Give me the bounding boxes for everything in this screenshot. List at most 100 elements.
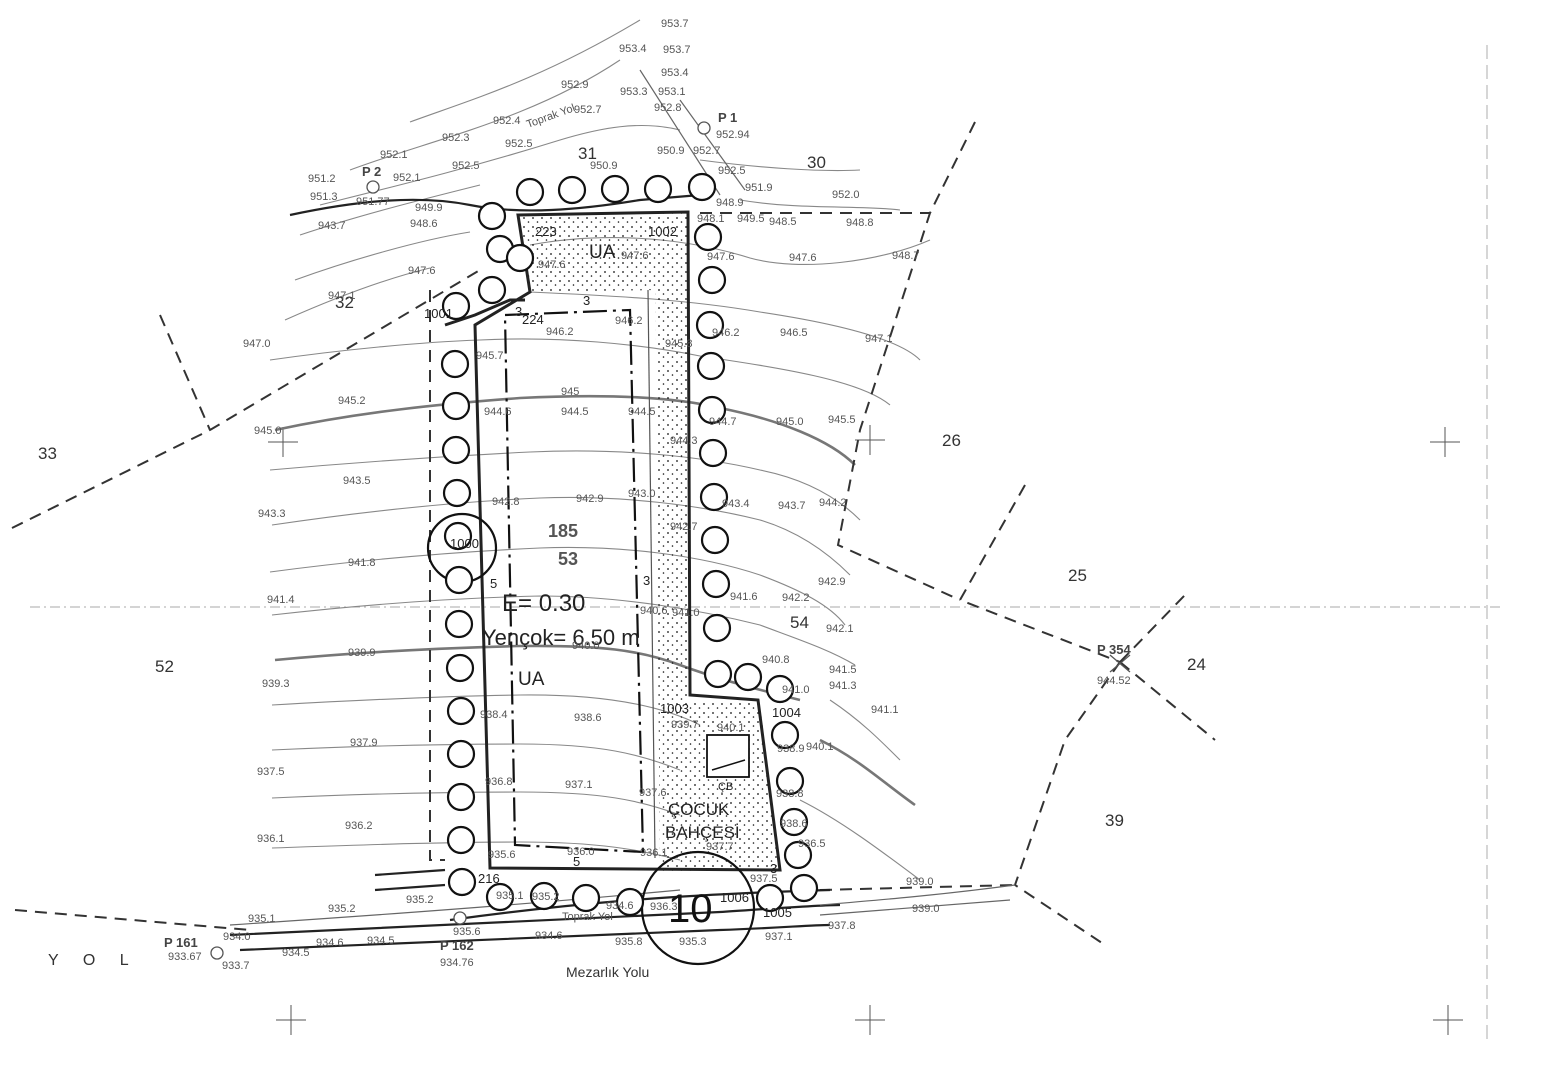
dimension-label: 3 bbox=[770, 861, 777, 876]
height-note: Yençok= 6.50 m bbox=[482, 625, 640, 650]
elevation-label: 935.1 bbox=[496, 890, 524, 902]
elevation-label: 936.2 bbox=[345, 820, 373, 832]
elevation-label: 944.7 bbox=[709, 416, 737, 428]
elevation-label: 940.8 bbox=[762, 654, 790, 666]
parcel-32: 32 bbox=[335, 293, 354, 312]
elevation-label: 953.1 bbox=[658, 86, 686, 98]
elevation-label: 945.0 bbox=[254, 425, 282, 437]
survey-point-p162-value: 934.76 bbox=[440, 957, 474, 969]
emsal-note: E= 0.30 bbox=[502, 590, 585, 617]
elevation-label: 935.2 bbox=[406, 894, 434, 906]
elevation-label: 943.0 bbox=[628, 488, 656, 500]
elevation-label: 943.4 bbox=[722, 498, 750, 510]
elevation-label: 952.5 bbox=[505, 138, 533, 150]
elevation-label: 942.2 bbox=[782, 592, 810, 604]
elevation-label: 942.7 bbox=[670, 521, 698, 533]
survey-point-p1-value: 952.94 bbox=[716, 129, 750, 141]
elevation-label: 936.3 bbox=[650, 901, 678, 913]
elevation-label: 952.5 bbox=[718, 165, 746, 177]
elevation-label: 948.5 bbox=[769, 216, 797, 228]
elevation-label: 938.6 bbox=[780, 818, 808, 830]
elevation-label: 948.6 bbox=[410, 218, 438, 230]
elevation-label: 948.8 bbox=[846, 217, 874, 229]
elevation-label: 937.8 bbox=[828, 920, 856, 932]
elevation-label: 939.0 bbox=[912, 903, 940, 915]
elevation-label: 934.5 bbox=[282, 947, 310, 959]
elevation-label: 953.7 bbox=[661, 18, 689, 30]
elevation-label: 951.2 bbox=[308, 173, 336, 185]
elevation-label: 952.3 bbox=[442, 132, 470, 144]
elevation-label: 946.2 bbox=[546, 326, 574, 338]
dimension-label: 3 bbox=[583, 293, 590, 308]
dimension-label: 5 bbox=[490, 576, 497, 591]
corner-number: 216 bbox=[478, 871, 500, 886]
elevation-label: 941.8 bbox=[348, 557, 376, 569]
elevation-label: 935.6 bbox=[453, 926, 481, 938]
elevation-label: 936.5 bbox=[798, 838, 826, 850]
dimension-label: 5 bbox=[573, 854, 580, 869]
elevation-label: 940.0 bbox=[572, 640, 600, 652]
elevation-label: 944.5 bbox=[628, 406, 656, 418]
elevation-label: 953.3 bbox=[620, 86, 648, 98]
main-road-label: Y O L bbox=[48, 952, 139, 969]
elevation-label: 940.1 bbox=[717, 722, 745, 734]
elevation-label: 937.9 bbox=[350, 737, 378, 749]
elevation-label: 949.5 bbox=[737, 213, 765, 225]
elevation-label: 935.8 bbox=[615, 936, 643, 948]
elevation-label: 945.5 bbox=[828, 414, 856, 426]
survey-point-p161-value: 933.67 bbox=[168, 951, 202, 963]
elevation-label: 937.1 bbox=[765, 931, 793, 943]
parcel-31: 31 bbox=[578, 144, 597, 163]
road-edges bbox=[229, 69, 1016, 952]
block-number: 185 bbox=[548, 521, 578, 541]
block-parcel: 53 bbox=[558, 549, 578, 569]
elevation-label: 944.6 bbox=[484, 406, 512, 418]
building-setback bbox=[503, 308, 645, 854]
parcel-33: 33 bbox=[38, 444, 57, 463]
elevation-label: 952.7 bbox=[693, 145, 721, 157]
corner-number: 1006 bbox=[720, 890, 749, 905]
elevation-labels: 953.7 953.4 953.7 953.4 952.9 953.3 953.… bbox=[222, 18, 940, 972]
elevation-label: 939.0 bbox=[906, 876, 934, 888]
elevation-label: 939.7 bbox=[671, 719, 699, 731]
survey-point-p354-value: 944.52 bbox=[1097, 675, 1131, 687]
elevation-label: 950.9 bbox=[590, 160, 618, 172]
elevation-label: 952.1 bbox=[380, 149, 408, 161]
elevation-label: 947.6 bbox=[789, 252, 817, 264]
elevation-label: 935.6 bbox=[488, 849, 516, 861]
corner-number: 1005 bbox=[763, 905, 792, 920]
elevation-label: 942.1 bbox=[826, 623, 854, 635]
elevation-label: 940.1 bbox=[806, 741, 834, 753]
kindergarten-label-2: BAHÇESİ bbox=[665, 823, 740, 842]
elevation-label: 945.0 bbox=[776, 416, 804, 428]
elevation-label: 952.8 bbox=[654, 102, 682, 114]
elevation-label: 944.3 bbox=[670, 435, 698, 447]
elevation-label: 946.5 bbox=[780, 327, 808, 339]
tree-row bbox=[440, 172, 819, 917]
elevation-label: 936.1 bbox=[257, 833, 285, 845]
survey-point-p162: P 162 bbox=[440, 938, 474, 953]
corner-number: 223 bbox=[535, 224, 557, 239]
parcel-25: 25 bbox=[1068, 566, 1087, 585]
elevation-label: 941.0 bbox=[672, 607, 700, 619]
elevation-label: 945.7 bbox=[476, 350, 504, 362]
elevation-label: 942.9 bbox=[576, 493, 604, 505]
survey-point-p2: P 2 bbox=[362, 164, 381, 179]
elevation-label: 934.6 bbox=[606, 900, 634, 912]
elevation-label: 938.8 bbox=[776, 788, 804, 800]
elevation-label: 937.7 bbox=[706, 841, 734, 853]
elevation-label: 947.6 bbox=[408, 265, 436, 277]
setback-inner bbox=[647, 289, 656, 859]
elevation-label: 938.6 bbox=[574, 712, 602, 724]
elevation-label: 945.2 bbox=[338, 395, 366, 407]
elevation-label: 943.3 bbox=[258, 508, 286, 520]
elevation-label: 943.7 bbox=[778, 500, 806, 512]
parcel-54: 54 bbox=[790, 613, 809, 632]
corner-number: 1003 bbox=[660, 701, 689, 716]
survey-point-p161: P 161 bbox=[164, 935, 198, 950]
elevation-label: 947.6 bbox=[707, 251, 735, 263]
elevation-label: 936.8 bbox=[485, 776, 513, 788]
ua-label-bottom: UA bbox=[518, 669, 545, 690]
elevation-label: 941.6 bbox=[730, 591, 758, 603]
